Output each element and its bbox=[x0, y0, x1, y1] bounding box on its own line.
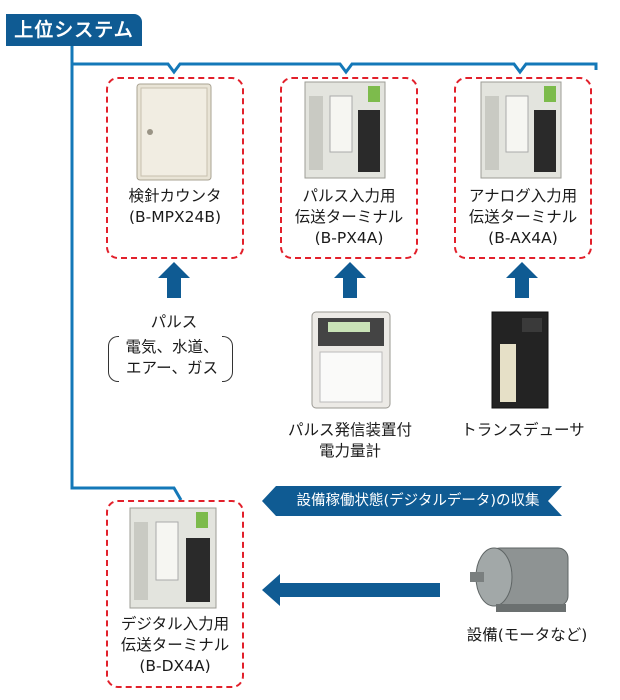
meter-counter-box bbox=[106, 77, 244, 259]
analog-terminal-image bbox=[480, 81, 562, 179]
pulse-meter-label: パルス発信装置付 電力量計 bbox=[272, 420, 428, 462]
digital-terminal-type: 伝送ターミナル bbox=[120, 636, 230, 654]
analog-terminal-label: アナログ入力用 伝送ターミナル (B-AX4A) bbox=[454, 186, 592, 249]
pulse-terminal-box bbox=[280, 77, 418, 259]
pulse-terminal-model: (B-PX4A) bbox=[314, 229, 384, 247]
top-system-label: 上位システム bbox=[6, 14, 142, 46]
pulse-input-sources: 電気、水道、 エアー、ガス bbox=[112, 337, 232, 379]
left-arrow-equipment bbox=[262, 574, 440, 606]
pulse-input-title: パルス bbox=[150, 313, 198, 331]
pulse-meter-type: 電力量計 bbox=[318, 442, 381, 460]
pulse-meter-name: パルス発信装置付 bbox=[287, 421, 412, 439]
transducer-image bbox=[491, 311, 549, 409]
analog-terminal-model: (B-AX4A) bbox=[488, 229, 558, 247]
transducer-name: トランスデューサ bbox=[461, 421, 585, 439]
network-bus-lines bbox=[70, 46, 598, 501]
equipment-name: 設備(モータなど) bbox=[466, 626, 588, 644]
meter-counter-image bbox=[136, 83, 212, 181]
pulse-meter-image bbox=[311, 311, 391, 409]
pulse-sources-line2: エアー、ガス bbox=[126, 359, 218, 377]
data-collection-banner: 設備稼働状態(デジタルデータ)の収集 bbox=[262, 486, 562, 516]
up-arrow-transducer bbox=[506, 262, 538, 298]
digital-terminal-image bbox=[129, 507, 217, 609]
transducer-label: トランスデューサ bbox=[448, 420, 598, 441]
digital-terminal-model: (B-DX4A) bbox=[139, 657, 211, 675]
meter-counter-name: 検針カウンタ bbox=[128, 187, 222, 205]
digital-terminal-label: デジタル入力用 伝送ターミナル (B-DX4A) bbox=[106, 614, 244, 677]
up-arrow-meter bbox=[334, 262, 366, 298]
meter-counter-label: 検針カウンタ (B-MPX24B) bbox=[106, 186, 244, 228]
pulse-input-label: パルス bbox=[104, 312, 244, 333]
digital-terminal-name: デジタル入力用 bbox=[120, 615, 230, 633]
meter-counter-model: (B-MPX24B) bbox=[128, 208, 222, 226]
motor-image bbox=[470, 547, 569, 612]
analog-terminal-type: 伝送ターミナル bbox=[468, 208, 578, 226]
analog-terminal-name: アナログ入力用 bbox=[468, 187, 578, 205]
equipment-label: 設備(モータなど) bbox=[452, 625, 602, 646]
digital-terminal-box bbox=[106, 500, 244, 688]
analog-terminal-box bbox=[454, 77, 592, 259]
pulse-terminal-label: パルス入力用 伝送ターミナル (B-PX4A) bbox=[280, 186, 418, 249]
vertical-bus-line bbox=[70, 46, 183, 501]
up-arrow-pulse bbox=[158, 262, 190, 298]
pulse-terminal-name: パルス入力用 bbox=[302, 187, 396, 205]
pulse-sources-line1: 電気、水道、 bbox=[125, 338, 219, 356]
pulse-terminal-image bbox=[304, 81, 386, 179]
pulse-terminal-type: 伝送ターミナル bbox=[294, 208, 404, 226]
horizontal-bus-line bbox=[72, 62, 598, 75]
